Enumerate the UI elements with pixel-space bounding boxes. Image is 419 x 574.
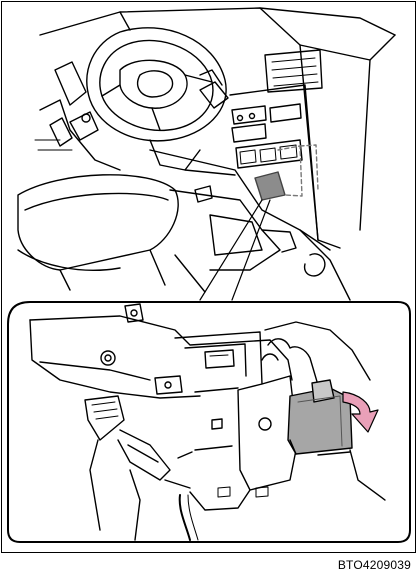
zoom-callout <box>8 302 410 542</box>
dashboard-overview <box>18 8 395 300</box>
figure-code: BTO4209039 <box>338 558 411 572</box>
fuse-box-cover <box>288 380 352 454</box>
steering-wheel <box>87 28 226 170</box>
fuse-box-location <box>255 145 318 200</box>
driver-seat <box>18 175 178 290</box>
